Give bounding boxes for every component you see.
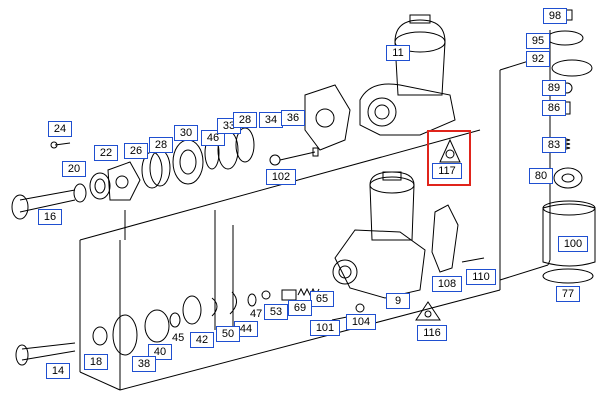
part-83-callout[interactable]: 83 [542,137,566,153]
part-42-callout[interactable]: 42 [190,332,214,348]
part-110-callout[interactable]: 110 [466,269,496,285]
part-34-callout[interactable]: 34 [259,112,283,128]
part-18-callout[interactable]: 18 [84,354,108,370]
part-20-callout[interactable]: 20 [62,161,86,177]
part-65-callout[interactable]: 65 [310,291,334,307]
part-11-callout[interactable]: 11 [386,45,410,61]
part-28a-callout[interactable]: 28 [149,137,173,153]
part-86-callout[interactable]: 86 [542,100,566,116]
part-100-callout[interactable]: 100 [558,236,588,252]
part-53-callout[interactable]: 53 [264,304,288,320]
selected-part-highlight [427,130,471,186]
part-38-callout[interactable]: 38 [132,356,156,372]
part-116-callout[interactable]: 116 [417,325,447,341]
part-28b-callout[interactable]: 28 [233,112,257,128]
part-95-callout[interactable]: 95 [526,33,550,49]
part-92-callout[interactable]: 92 [526,51,550,67]
part-16-callout[interactable]: 16 [38,209,62,225]
part-104-callout[interactable]: 104 [346,314,376,330]
part-117-callout[interactable]: 117 [432,163,462,179]
part-9-callout[interactable]: 9 [386,293,410,309]
part-36-callout[interactable]: 36 [281,110,305,126]
part-45-label: 45 [172,332,185,344]
part-69-callout[interactable]: 69 [288,300,312,316]
part-30-callout[interactable]: 30 [174,125,198,141]
part-50-callout[interactable]: 50 [216,326,240,342]
part-46-callout[interactable]: 46 [201,130,225,146]
part-89-callout[interactable]: 89 [542,80,566,96]
part-102-callout[interactable]: 102 [266,169,296,185]
part-24-callout[interactable]: 24 [48,121,72,137]
part-101-callout[interactable]: 101 [310,320,340,336]
part-26-callout[interactable]: 26 [124,143,148,159]
part-77-callout[interactable]: 77 [556,286,580,302]
part-98-callout[interactable]: 98 [543,8,567,24]
part-22-callout[interactable]: 22 [94,145,118,161]
part-108-callout[interactable]: 108 [432,276,462,292]
part-47-label: 47 [250,308,263,320]
part-80-callout[interactable]: 80 [529,168,553,184]
part-14-callout[interactable]: 14 [46,363,70,379]
